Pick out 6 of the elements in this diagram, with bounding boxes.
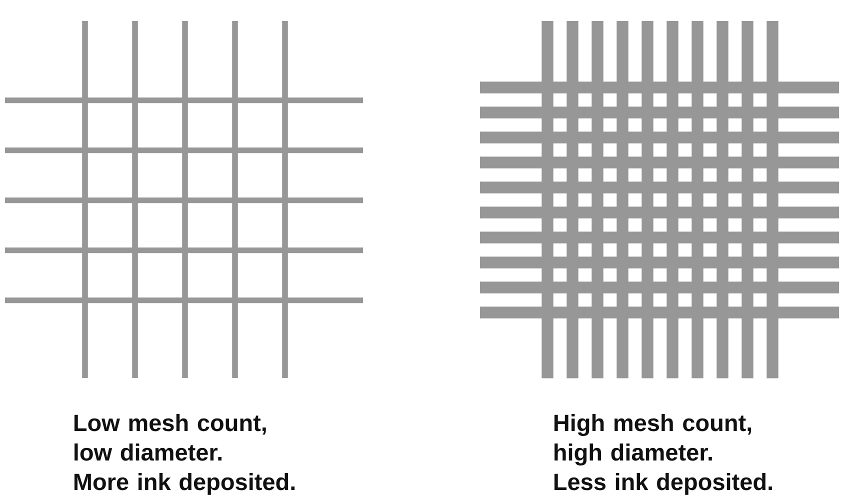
mesh-label: Less ink deposited. [554, 472, 772, 495]
mesh-drawing [5, 21, 363, 378]
mesh-label: Low mesh count, low diameter. [74, 414, 266, 461]
mesh-label: More ink deposited. [74, 472, 295, 495]
mesh-label: High mesh count, high diameter. [554, 414, 752, 466]
mesh-drawing [480, 21, 839, 378]
